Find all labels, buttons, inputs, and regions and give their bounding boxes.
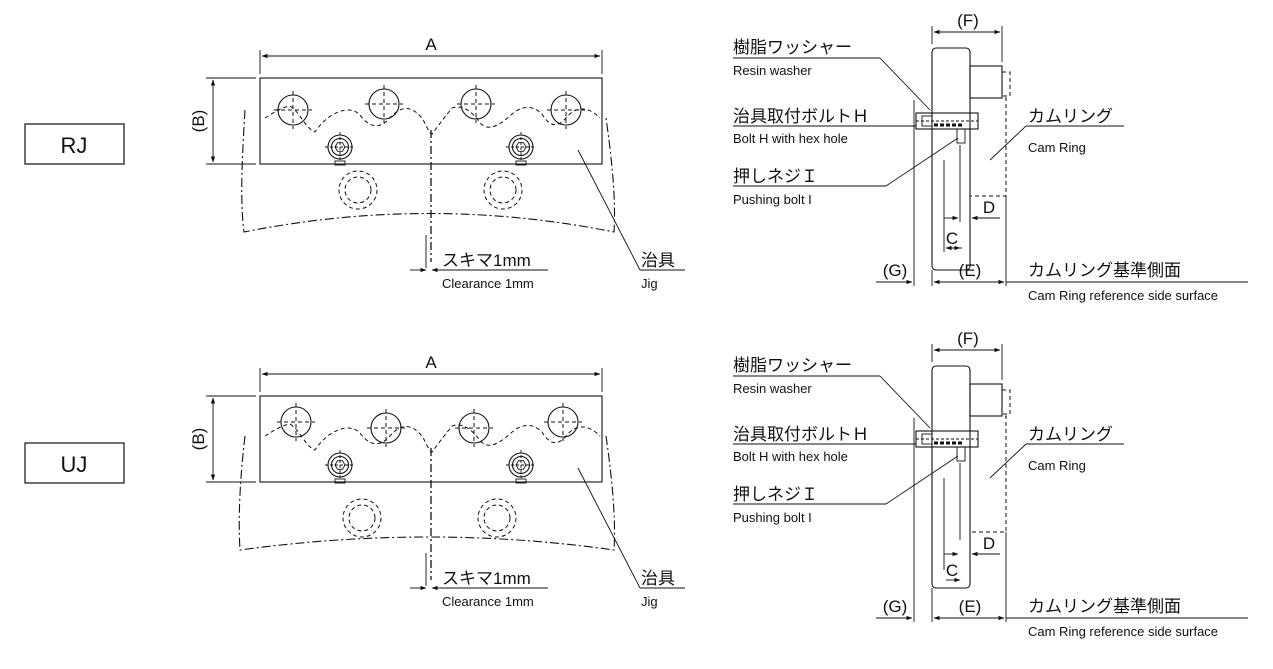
dim-a-rj: A (425, 35, 437, 54)
cam-ring-en-rj: Cam Ring (1028, 140, 1086, 155)
jig-en-uj: Jig (641, 594, 658, 609)
pushing-bolt-jp-uj: 押しネジＩ (733, 485, 818, 504)
bolt-h-en-uj: Bolt H with hex hole (733, 449, 848, 464)
dim-c-rj: C (946, 229, 958, 248)
resin-washer-jp-uj: 樹脂ワッシャー (733, 356, 852, 375)
dim-g-rj: (G) (883, 261, 908, 280)
type-label-rj: RJ (61, 133, 88, 158)
type-label-uj: UJ (61, 452, 88, 477)
resin-washer-en-rj: Resin washer (733, 63, 812, 78)
reference-en-rj: Cam Ring reference side surface (1028, 288, 1218, 303)
jig-en-rj: Jig (641, 276, 658, 291)
pushing-bolt-jp-rj: 押しネジＩ (733, 167, 818, 186)
dim-e-rj: (E) (959, 261, 982, 280)
side-view-rj: (F) D C (G) (E) 樹脂ワッシャー Resin washer 治具取… (733, 11, 1248, 303)
clearance-jp-rj: スキマ1mm (442, 251, 531, 270)
dim-b-uj: (B) (189, 428, 208, 451)
reference-jp-rj: カムリング基準側面 (1028, 261, 1181, 280)
pushing-bolt-en-rj: Pushing bolt I (733, 192, 812, 207)
cam-ring-en-uj: Cam Ring (1028, 458, 1086, 473)
resin-washer-jp-rj: 樹脂ワッシャー (733, 38, 852, 57)
cam-ring-jp-uj: カムリング (1028, 425, 1113, 444)
jig-jp-uj: 治具 (641, 569, 675, 588)
dim-c-uj: C (946, 561, 958, 580)
dim-f-rj: (F) (957, 11, 979, 30)
clearance-en-uj: Clearance 1mm (442, 594, 534, 609)
front-view-uj: A (B) スキマ1mm Clearance 1mm 治具 Jig (189, 353, 685, 609)
clearance-jp-uj: スキマ1mm (442, 569, 531, 588)
pushing-bolt-en-uj: Pushing bolt I (733, 510, 812, 525)
resin-washer-en-uj: Resin washer (733, 381, 812, 396)
jig-jp-rj: 治具 (641, 251, 675, 270)
dim-f-uj: (F) (957, 329, 979, 348)
reference-en-uj: Cam Ring reference side surface (1028, 624, 1218, 639)
cam-ring-jp-rj: カムリング (1028, 107, 1113, 126)
reference-jp-uj: カムリング基準側面 (1028, 597, 1181, 616)
dim-a-uj: A (425, 353, 437, 372)
type-box-uj: UJ (24, 442, 125, 484)
clearance-en-rj: Clearance 1mm (442, 276, 534, 291)
dim-d-rj: D (983, 198, 995, 217)
dim-b-rj: (B) (189, 110, 208, 133)
side-view-uj: (F) D C (G) (E) 樹脂ワッシャー Resin washer 治具取… (733, 329, 1248, 639)
dim-d-uj: D (983, 534, 995, 553)
bolt-h-jp-rj: 治具取付ボルトＨ (733, 107, 869, 126)
type-box-rj: RJ (24, 123, 125, 165)
bolt-h-jp-uj: 治具取付ボルトＨ (733, 425, 869, 444)
dim-g-uj: (G) (883, 597, 908, 616)
dim-e-uj: (E) (959, 597, 982, 616)
front-view-rj: A (B) スキマ1mm Clearance 1mm 治具 Jig (189, 35, 685, 291)
bolt-h-en-rj: Bolt H with hex hole (733, 131, 848, 146)
